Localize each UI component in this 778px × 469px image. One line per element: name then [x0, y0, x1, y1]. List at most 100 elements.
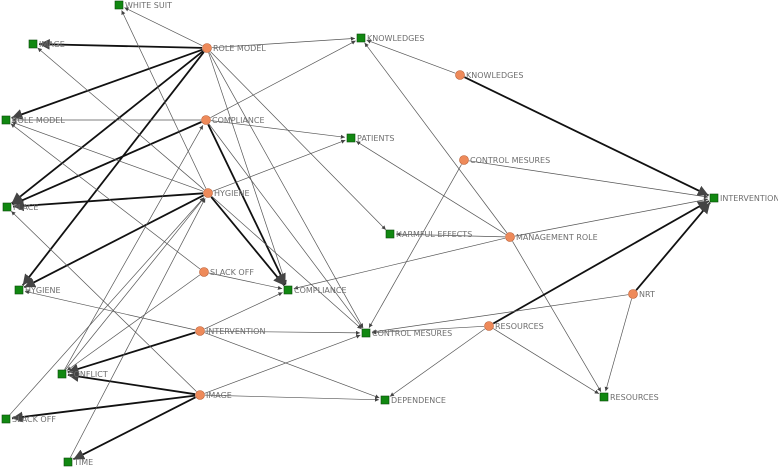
node-c-control[interactable]: CONTROL MESURES — [459, 155, 551, 166]
edge-c_intervention-to-s_conflict — [67, 331, 196, 375]
edge-c_slack_off-to-s_role_model — [10, 123, 201, 270]
node-square-marker — [385, 229, 395, 239]
edge-c_hygiene-to-s_image — [37, 47, 205, 191]
node-label: IMAGE — [39, 40, 65, 49]
edge-s_time-to-c_hygiene — [69, 198, 206, 458]
edge-c_hygiene-to-s_role_model — [11, 121, 204, 192]
edge-c_hygiene-to-s_place — [12, 192, 204, 212]
node-s-conflict[interactable]: CONFLICT — [57, 369, 108, 379]
node-square-marker — [709, 193, 719, 203]
edge-c_compliance-to-s_control — [208, 123, 363, 329]
edge-c_resources-to-s_resources — [493, 328, 600, 395]
node-label: KNOWLEDGES — [367, 34, 424, 43]
edge-c_hygiene-to-s_control — [211, 196, 362, 330]
edge-s_conflict-to-c_hygiene — [64, 197, 205, 371]
node-label: MANAGEMENT ROLE — [516, 233, 598, 242]
node-s-role-model[interactable]: ROLE MODEL — [1, 115, 65, 125]
node-circle-marker — [455, 70, 465, 80]
edge-c_management-to-s_harmful — [395, 232, 506, 238]
node-label: PLACE — [13, 203, 38, 212]
edge-c_hygiene-to-s_patients — [212, 139, 346, 192]
node-label: INTERVENTION — [206, 327, 265, 336]
node-c-intervention[interactable]: INTERVENTION — [195, 326, 266, 337]
node-label: CONTROL MESURES — [372, 329, 452, 338]
node-square-marker — [380, 395, 390, 405]
node-s-resources[interactable]: RESOURCES — [599, 392, 659, 402]
node-label: KNOWLEDGES — [466, 71, 523, 80]
node-square-marker — [361, 328, 371, 338]
node-s-knowledges[interactable]: KNOWLEDGES — [356, 33, 424, 43]
node-c-hygiene[interactable]: HYGIENE — [203, 188, 250, 199]
edge-c_management-to-s_knowledges — [364, 42, 508, 234]
edge-c_nrt-to-s_control — [371, 294, 629, 334]
node-label: IMAGE — [206, 391, 232, 400]
node-c-role-model[interactable]: ROLE MODEL — [202, 43, 267, 54]
node-c-resources[interactable]: RESOURCES — [484, 321, 544, 332]
node-label: NRT — [639, 290, 655, 299]
node-square-marker — [356, 33, 366, 43]
node-s-time[interactable]: TIME — [63, 457, 93, 467]
edge-s_conflict-to-c_compliance — [64, 125, 204, 370]
edge-c_image-to-s_conflict — [67, 371, 196, 396]
edge-c_image-to-s_slack_off — [11, 394, 196, 423]
node-label: TIME — [73, 458, 93, 467]
edge-c_hygiene-to-s_hygiene — [23, 194, 205, 289]
node-s-intervention[interactable]: INTERVENTION — [709, 193, 778, 203]
node-s-compliance[interactable]: COMPLIANCE — [283, 285, 347, 295]
edge-c_compliance-to-s_patients — [210, 120, 346, 139]
node-s-dependence[interactable]: DEPENDENCE — [380, 395, 446, 405]
edge-c_role_model-to-s_control — [209, 52, 364, 328]
edge-c_resources-to-s_intervention — [492, 200, 710, 325]
node-label: HARMFUL EFFECTS — [396, 230, 472, 239]
node-square-marker — [1, 414, 11, 424]
node-label: CONTROL MESURES — [470, 156, 550, 165]
node-c-management[interactable]: MANAGEMENT ROLE — [505, 232, 598, 243]
node-s-harmful[interactable]: HARMFUL EFFECTS — [385, 229, 472, 239]
node-s-hygiene[interactable]: HYGIENE — [14, 285, 61, 295]
node-circle-marker — [195, 326, 205, 336]
node-label: RESOURCES — [495, 322, 544, 331]
node-s-control[interactable]: CONTROL MESURES — [361, 328, 452, 338]
node-c-slack-off[interactable]: SLACK OFF — [199, 267, 255, 278]
node-label: PATIENTS — [357, 134, 394, 143]
node-label: HYGIENE — [25, 286, 61, 295]
node-s-white-suit[interactable]: WHITE SUIT — [114, 0, 172, 10]
node-circle-marker — [628, 289, 638, 299]
edge-c_management-to-s_resources — [512, 241, 602, 392]
node-label: CONFLICT — [68, 370, 108, 379]
edge-c_image-to-s_time — [72, 396, 196, 461]
edge-c_nrt-to-s_resources — [604, 298, 632, 392]
node-s-image[interactable]: IMAGE — [28, 39, 65, 49]
edge-c_role_model-to-s_knowledges — [211, 36, 356, 49]
node-s-place[interactable]: PLACE — [2, 202, 38, 212]
edge-c_role_model-to-s_hygiene — [21, 51, 205, 286]
node-c-knowledges[interactable]: KNOWLEDGES — [455, 70, 524, 81]
node-label: HYGIENE — [214, 189, 250, 198]
edges-layer — [9, 7, 711, 461]
edge-c_management-to-s_patients — [355, 140, 506, 235]
node-circle-marker — [199, 267, 209, 277]
edge-c_role_model-to-s_white_suit — [124, 7, 203, 47]
node-label: SLACK OFF — [12, 415, 56, 424]
node-c-nrt[interactable]: NRT — [628, 289, 655, 300]
edge-c_control-to-s_control — [368, 164, 462, 328]
node-label: INTERVENTION — [720, 194, 778, 203]
edge-c_compliance-to-s_compliance — [207, 124, 287, 285]
edge-c_control-to-s_intervention — [468, 160, 709, 199]
edge-c_intervention-to-s_hygiene — [24, 290, 196, 331]
edge-c_hygiene-to-s_compliance — [210, 196, 285, 286]
node-s-patients[interactable]: PATIENTS — [346, 133, 394, 143]
node-square-marker — [283, 285, 293, 295]
edge-c_compliance-to-s_place — [12, 121, 202, 206]
edge-c_role_model-to-s_image — [38, 38, 203, 50]
node-label: ROLE MODEL — [213, 44, 266, 53]
node-c-compliance[interactable]: COMPLIANCE — [201, 115, 265, 126]
node-s-slack-off[interactable]: SLACK OFF — [1, 414, 56, 424]
node-square-marker — [1, 115, 11, 125]
node-label: COMPLIANCE — [294, 286, 347, 295]
edge-c_image-to-s_place — [11, 210, 197, 392]
edge-c_hygiene-to-s_white_suit — [121, 10, 207, 189]
node-c-image[interactable]: IMAGE — [195, 390, 232, 401]
